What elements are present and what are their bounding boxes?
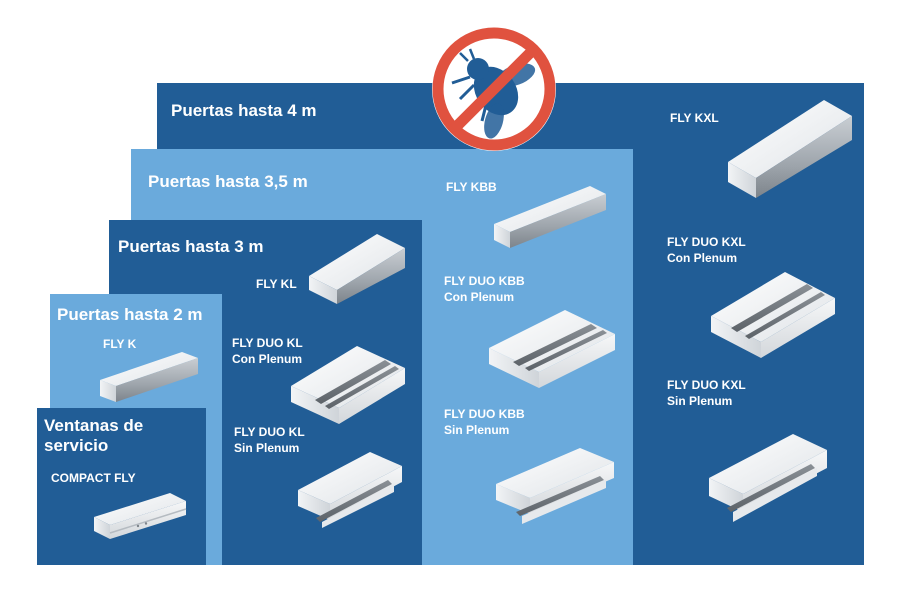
product-label-fly-duo-kl-plenum: FLY DUO KL Con Plenum: [232, 335, 303, 367]
product-label-fly-duo-kxl-sin: FLY DUO KXL Sin Plenum: [667, 377, 746, 409]
tier-title-2m: Puertas hasta 2 m: [57, 305, 203, 324]
air-curtain-fly-duo-kbb-sin: [492, 444, 618, 526]
product-variant: Sin Plenum: [234, 441, 300, 455]
product-label-fly-kl: FLY KL: [256, 277, 297, 291]
tier-title-service-windows: Ventanas de servicio: [44, 416, 144, 455]
tier-title-3m: Puertas hasta 3 m: [118, 237, 264, 256]
product-label-fly-duo-kl-sin: FLY DUO KL Sin Plenum: [234, 424, 305, 456]
air-curtain-compact-fly: [90, 487, 190, 543]
product-name: FLY DUO KBB: [444, 407, 525, 421]
product-name: FLY DUO KL: [234, 425, 305, 439]
air-curtain-fly-duo-kl-sin: [294, 448, 406, 530]
air-curtain-fly-kbb: [492, 180, 610, 252]
product-label-compact-fly: COMPACT FLY: [51, 471, 136, 485]
product-name: FLY DUO KBB: [444, 274, 525, 288]
air-curtain-fly-kl: [305, 228, 409, 306]
air-curtain-fly-duo-kxl-sin: [705, 430, 831, 526]
air-curtain-fly-k: [98, 344, 202, 408]
product-name: FLY DUO KXL: [667, 235, 746, 249]
tier-title-3-5m: Puertas hasta 3,5 m: [148, 172, 308, 191]
product-name: FLY DUO KL: [232, 336, 303, 350]
product-variant: Con Plenum: [667, 251, 738, 265]
product-variant: Con Plenum: [232, 352, 303, 366]
tier-title-4m: Puertas hasta 4 m: [171, 101, 317, 120]
product-label-fly-k: FLY K: [103, 337, 137, 351]
air-curtain-fly-duo-kbb-plenum: [485, 306, 619, 392]
product-label-fly-duo-kbb-plenum: FLY DUO KBB Con Plenum: [444, 273, 525, 305]
product-label-fly-kbb: FLY KBB: [446, 180, 497, 194]
product-label-fly-duo-kxl-plenum: FLY DUO KXL Con Plenum: [667, 234, 746, 266]
product-variant: Con Plenum: [444, 290, 515, 304]
air-curtain-fly-kxl: [724, 96, 856, 200]
product-label-fly-duo-kbb-sin: FLY DUO KBB Sin Plenum: [444, 406, 525, 438]
no-fly-icon: [430, 25, 558, 153]
air-curtain-fly-duo-kxl-plenum: [707, 268, 839, 362]
air-curtain-fly-duo-kl-plenum: [287, 342, 409, 428]
product-name: FLY DUO KXL: [667, 378, 746, 392]
product-variant: Sin Plenum: [444, 423, 510, 437]
panel-service-windows: [37, 408, 206, 565]
product-variant: Sin Plenum: [667, 394, 733, 408]
product-label-fly-kxl: FLY KXL: [670, 111, 719, 125]
